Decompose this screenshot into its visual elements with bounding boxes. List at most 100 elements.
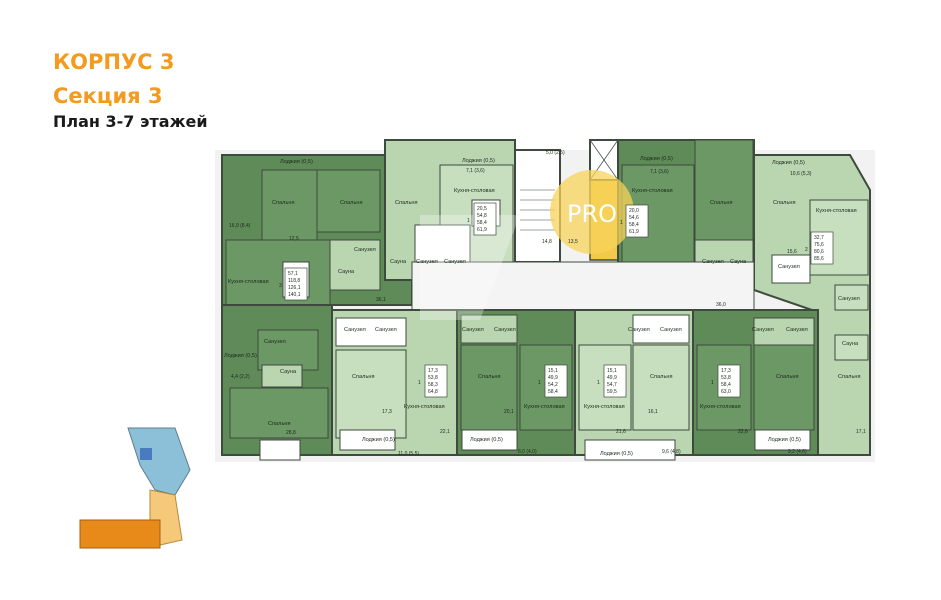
svg-text:1: 1 xyxy=(467,218,470,224)
svg-text:32,7: 32,7 xyxy=(814,235,824,241)
bathroom-label: Санузел xyxy=(264,339,286,345)
loggia-label: Лоджия (0,5) xyxy=(768,437,801,443)
pro-watermark: PRO xyxy=(420,170,634,320)
bathroom-label: Санузел xyxy=(786,327,808,333)
svg-text:7,1 (3,6): 7,1 (3,6) xyxy=(466,168,485,174)
apartment-1room-e[interactable] xyxy=(574,309,694,456)
bathroom-label: Санузел xyxy=(628,327,650,333)
svg-text:15,6: 15,6 xyxy=(787,249,797,255)
svg-text:22,1: 22,1 xyxy=(440,429,450,435)
kitchen-label: Кухня-столовая xyxy=(584,404,625,410)
bedroom-label: Спальня xyxy=(395,200,417,206)
svg-text:17,1: 17,1 xyxy=(856,429,866,435)
loggia-label: Лоджия (0,5) xyxy=(462,158,495,164)
svg-text:58,4: 58,4 xyxy=(548,389,558,395)
bathroom-label: Санузел xyxy=(416,259,438,265)
bathroom-label: Санузел xyxy=(344,327,366,333)
svg-text:3: 3 xyxy=(279,283,282,289)
svg-text:49,9: 49,9 xyxy=(548,375,558,381)
svg-text:61,9: 61,9 xyxy=(629,229,639,235)
svg-text:20,0: 20,0 xyxy=(629,208,639,214)
svg-text:17,3: 17,3 xyxy=(382,409,392,415)
svg-text:36,0: 36,0 xyxy=(716,302,726,308)
svg-text:1: 1 xyxy=(711,380,714,386)
svg-text:1: 1 xyxy=(538,380,541,386)
svg-text:1: 1 xyxy=(597,380,600,386)
svg-text:5,0 (2,5): 5,0 (2,5) xyxy=(546,150,565,156)
loggia-label: Лоджия (0,5) xyxy=(224,353,257,359)
kitchen-label: Кухня-столовая xyxy=(524,404,565,410)
kitchen-label: Кухня-столовая xyxy=(700,404,741,410)
sauna-label: Сауна xyxy=(280,369,297,375)
bedroom-label: Спальня xyxy=(838,374,860,380)
svg-text:54,2: 54,2 xyxy=(548,382,558,388)
sauna-label: Сауна xyxy=(338,269,355,275)
svg-text:10,6 (5,3): 10,6 (5,3) xyxy=(790,171,812,177)
svg-text:12,5: 12,5 xyxy=(289,236,299,242)
kitchen-label: Кухня-столовая xyxy=(632,188,673,194)
area-card: 1 20,0 54,6 58,4 61,9 xyxy=(620,204,649,238)
svg-text:15,1: 15,1 xyxy=(607,368,617,374)
svg-text:16,9 (8,4): 16,9 (8,4) xyxy=(229,223,251,229)
bathroom-label: Санузел xyxy=(354,247,376,253)
svg-text:58,3: 58,3 xyxy=(428,382,438,388)
svg-text:11,0 (5,5): 11,0 (5,5) xyxy=(398,451,419,457)
svg-text:7,1 (3,6): 7,1 (3,6) xyxy=(650,169,669,175)
svg-text:57,1: 57,1 xyxy=(288,271,298,277)
svg-text:80,6: 80,6 xyxy=(814,249,824,255)
bottom-loggias xyxy=(259,429,811,461)
svg-text:126,1: 126,1 xyxy=(288,285,301,291)
building-title: КОРПУС 3 xyxy=(53,50,175,74)
svg-text:9,6 (4,8): 9,6 (4,8) xyxy=(662,449,681,455)
svg-text:20,5: 20,5 xyxy=(477,206,487,212)
area-card: 1 15,1 49,9 54,2 58,4 xyxy=(538,364,568,398)
svg-text:75,6: 75,6 xyxy=(814,242,824,248)
svg-text:85,6: 85,6 xyxy=(814,256,824,262)
area-card: 1 17,3 53,8 58,3 64,8 xyxy=(418,364,448,398)
kitchen-label: Кухня-столовая xyxy=(816,208,857,214)
bathroom-label: Санузел xyxy=(444,259,466,265)
section-title: Секция 3 xyxy=(53,84,163,108)
bathroom-label: Санузел xyxy=(494,327,516,333)
svg-text:58,4: 58,4 xyxy=(629,222,639,228)
svg-text:58,4: 58,4 xyxy=(477,220,487,226)
bathroom-label: Санузел xyxy=(702,259,724,265)
bathroom-label: Санузел xyxy=(660,327,682,333)
loggia-label: Лоджия (0,5) xyxy=(600,451,633,457)
svg-text:21,6: 21,6 xyxy=(616,429,626,435)
area-card: 1 15,1 49,9 54,7 59,5 xyxy=(597,364,627,398)
kitchen-label: Кухня-столовая xyxy=(404,404,445,410)
area-card: 2 32,7 75,6 80,6 85,6 xyxy=(805,231,834,265)
area-card: 1 17,3 53,8 58,4 63,0 xyxy=(711,364,741,398)
apartment-3room[interactable] xyxy=(221,154,413,306)
loggia-label: Лоджия (0,5) xyxy=(280,159,313,165)
svg-text:1: 1 xyxy=(418,380,421,386)
svg-text:22,6: 22,6 xyxy=(738,429,748,435)
sauna-label: Сауна xyxy=(730,259,747,265)
svg-text:140,1: 140,1 xyxy=(288,292,301,298)
svg-text:14,8: 14,8 xyxy=(542,239,552,245)
loggia-label: Лоджия (0,5) xyxy=(362,437,395,443)
svg-text:49,9: 49,9 xyxy=(607,375,617,381)
svg-text:17,3: 17,3 xyxy=(428,368,438,374)
bedroom-label: Спальня xyxy=(352,374,374,380)
bedroom-label: Спальня xyxy=(650,374,672,380)
sauna-label: Сауна xyxy=(842,341,859,347)
svg-text:17,3: 17,3 xyxy=(721,368,731,374)
floors-title: План 3-7 этажей xyxy=(53,112,208,131)
svg-text:118,8: 118,8 xyxy=(288,278,300,284)
dimension-labels: 5,0 (2,5) 7,1 (3,6) 14,8 13,5 36,0 36,1 … xyxy=(229,150,866,457)
kitchen-label: Кухня-столовая xyxy=(454,188,495,194)
bathroom-label: Санузел xyxy=(838,296,860,302)
svg-text:64,8: 64,8 xyxy=(428,389,438,395)
loggia-label: Лоджия (0,5) xyxy=(640,156,673,162)
sauna-label: Сауна xyxy=(390,259,407,265)
key-plan xyxy=(79,427,191,549)
svg-text:59,5: 59,5 xyxy=(607,389,617,395)
room-labels: Лоджия (0,5) Лоджия (0,5) Лоджия (0,5) Л… xyxy=(224,156,860,457)
apartment-left-lower[interactable] xyxy=(221,304,333,456)
svg-text:9,2 (4,6): 9,2 (4,6) xyxy=(788,449,807,455)
svg-text:28,8: 28,8 xyxy=(286,430,296,436)
svg-text:1: 1 xyxy=(620,220,623,226)
bedroom-label: Спальня xyxy=(268,421,290,427)
